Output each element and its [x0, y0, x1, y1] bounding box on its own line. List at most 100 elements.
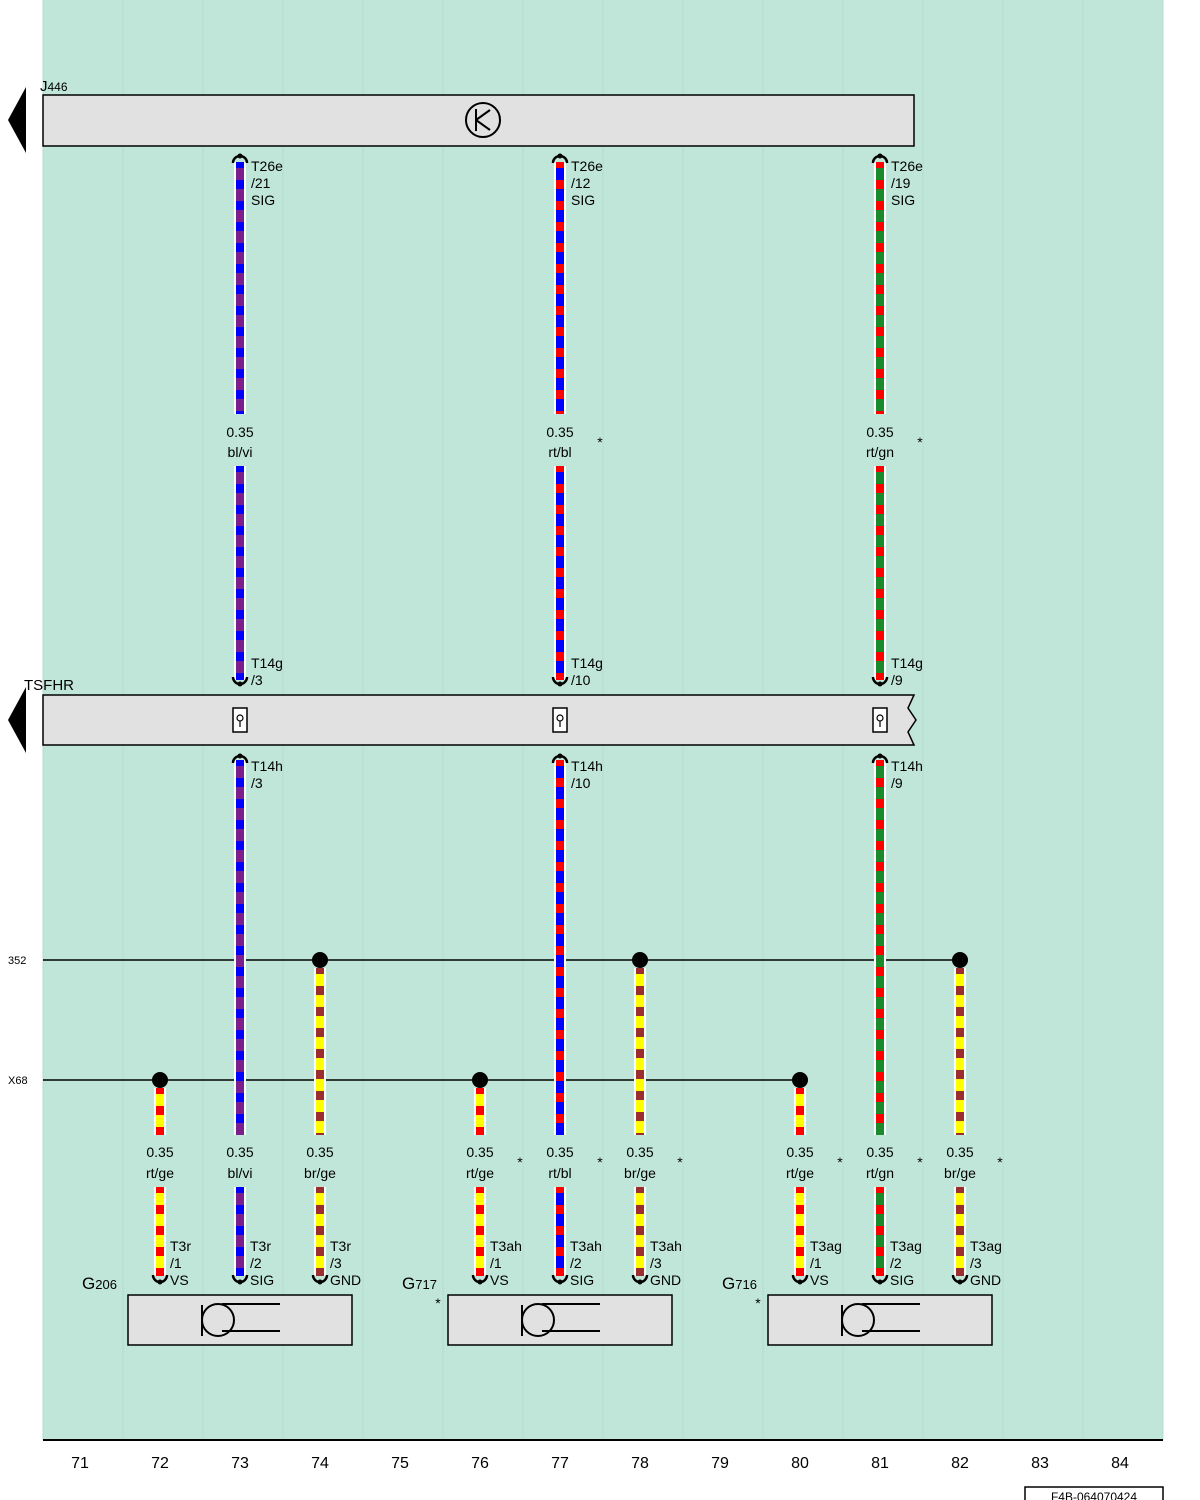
wire-stripe [556, 168, 564, 180]
wire-stripe [236, 378, 244, 390]
pin-dot [877, 753, 883, 759]
column-number-84: 84 [1111, 1455, 1129, 1472]
column-number-72: 72 [151, 1455, 169, 1472]
column-number-76: 76 [471, 1455, 489, 1472]
wire-base-color [556, 1187, 564, 1276]
wire-stripe [876, 231, 884, 243]
j446-pin-label: T26e [251, 158, 283, 174]
wire-bus-sensor [314, 1187, 326, 1276]
wire-stripe [556, 892, 564, 904]
wire-stripe [876, 493, 884, 505]
wire-stripe [156, 1256, 164, 1268]
junction-dot [312, 952, 328, 968]
wire-stripe [876, 997, 884, 1009]
wire-stripe [876, 535, 884, 547]
wire-bus-sensor [954, 1187, 966, 1276]
wire-segment-upper [874, 162, 886, 414]
wire-stripe [236, 472, 244, 484]
wire-stripe [876, 766, 884, 778]
wire-stripe [236, 577, 244, 589]
sensor-box [447, 1294, 673, 1346]
junction-dot [152, 1072, 168, 1088]
sensor-label: G717 [402, 1274, 437, 1293]
sensor-g717: G717* [402, 1274, 673, 1346]
wire-stripe [876, 472, 884, 484]
wire-stripe [556, 913, 564, 925]
wire-base-color [796, 1088, 804, 1135]
junction-dot [472, 1072, 488, 1088]
wire-stripe [476, 1256, 484, 1268]
wire-stripe [236, 892, 244, 904]
pin-dot [557, 753, 563, 759]
column-number-82: 82 [951, 1455, 969, 1472]
wire-stripe [316, 1037, 324, 1049]
wire-stripe [236, 1081, 244, 1093]
tsfhr-bottom-pin-label: T14h [891, 758, 923, 774]
wire-stripe [876, 294, 884, 306]
transistor-circle [465, 102, 501, 138]
bus-label-x68: X68 [8, 1075, 28, 1087]
wire-stripe [316, 995, 324, 1007]
wire-stripe [556, 976, 564, 988]
wire-stripe [236, 168, 244, 180]
wire-base-color [476, 1088, 484, 1135]
tsfhr-bottom-pin-label: /3 [251, 775, 263, 791]
connector-icon [872, 707, 888, 733]
wire-bus-drop [314, 968, 326, 1135]
sensor-pin-label: /3 [970, 1255, 982, 1271]
wire-stripe [556, 787, 564, 799]
sensor-pin-label: GND [330, 1272, 361, 1288]
wire-stripe [556, 535, 564, 547]
column-number-75: 75 [391, 1455, 409, 1472]
wire-color-label: bl/vi [228, 444, 253, 460]
wire-stripe [876, 640, 884, 652]
wire-size-label: 0.35 [466, 1144, 493, 1160]
wire-stripe [876, 661, 884, 673]
wire-stripe [236, 661, 244, 673]
sensor-label: G206 [82, 1274, 117, 1293]
wire-stripe [876, 1235, 884, 1247]
sensor-pin-label: T3ag [810, 1238, 842, 1254]
wire-stripe [956, 995, 964, 1007]
wire-color-label: rt/bl [548, 444, 571, 460]
connector-body [552, 707, 568, 733]
document-id-box [1024, 1486, 1164, 1500]
wire-stripe [556, 514, 564, 526]
wire-stripe [876, 168, 884, 180]
wire-base-color [556, 466, 564, 680]
star-marker: * [917, 434, 923, 450]
wire-stripe [556, 556, 564, 568]
wire-stripe [956, 1037, 964, 1049]
wire-bus-drop [794, 1088, 806, 1135]
sensor-pin-label: /1 [170, 1255, 182, 1271]
wire-stripe [476, 1115, 484, 1127]
wires [151, 153, 969, 1285]
wire-segment-lower [234, 760, 246, 1135]
wire-color-label: rt/ge [146, 1165, 174, 1181]
j446-pin-label: /12 [571, 175, 591, 191]
wire-bus-drop [954, 968, 966, 1135]
j446-pin-label: SIG [891, 192, 915, 208]
pin-dot [317, 1279, 323, 1285]
wire-stripe [476, 1094, 484, 1106]
wire-stripe [876, 1018, 884, 1030]
sensor-pin-label: /1 [490, 1255, 502, 1271]
wire-stripe [556, 336, 564, 348]
tsfhr-bottom-pin-label: T14h [571, 758, 603, 774]
transistor-emitter [475, 119, 491, 131]
wire-stripe [236, 1039, 244, 1051]
wire-stripe [236, 336, 244, 348]
sensor-pin-label: T3ah [570, 1238, 602, 1254]
wire-stripe [236, 808, 244, 820]
star-marker: * [517, 1154, 523, 1170]
wire-stripe [556, 766, 564, 778]
wire-stripe [556, 1235, 564, 1247]
sensor-symbol-icon [841, 1303, 920, 1337]
sensor-symbol-circle [201, 1303, 235, 1337]
sensor-pin-label: /1 [810, 1255, 822, 1271]
wire-size-label: 0.35 [226, 1144, 253, 1160]
tsfhr-top-pin-label: T14g [251, 655, 283, 671]
wire-stripe [956, 1214, 964, 1226]
